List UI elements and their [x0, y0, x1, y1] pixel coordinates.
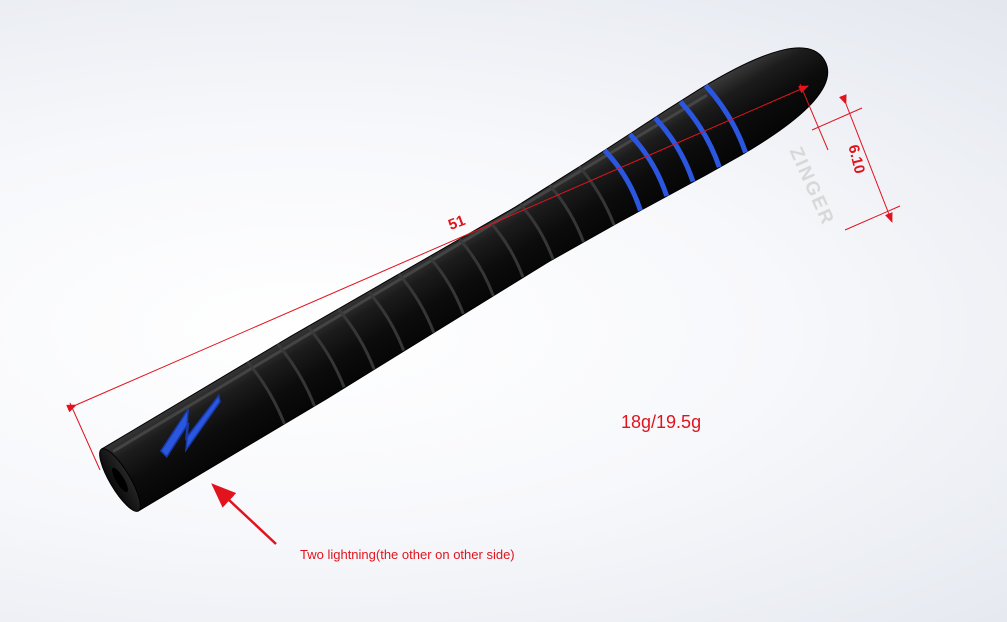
lightning-callout-label: Two lightning(the other on other side) — [300, 547, 515, 562]
diameter-dimension-line — [839, 94, 893, 223]
barrel-highlight — [112, 94, 708, 453]
diameter-extension-bottom — [844, 205, 901, 231]
length-dimension-line — [66, 85, 809, 413]
length-dimension — [66, 83, 829, 471]
dart-barrel — [99, 47, 829, 512]
barrel-body — [100, 47, 829, 512]
weight-label: 18g/19.5g — [621, 412, 702, 432]
diameter-dimension — [811, 94, 901, 231]
barrel-front-bore — [112, 467, 128, 493]
callout-arrow-icon — [211, 483, 277, 545]
length-extension-left — [69, 402, 101, 471]
